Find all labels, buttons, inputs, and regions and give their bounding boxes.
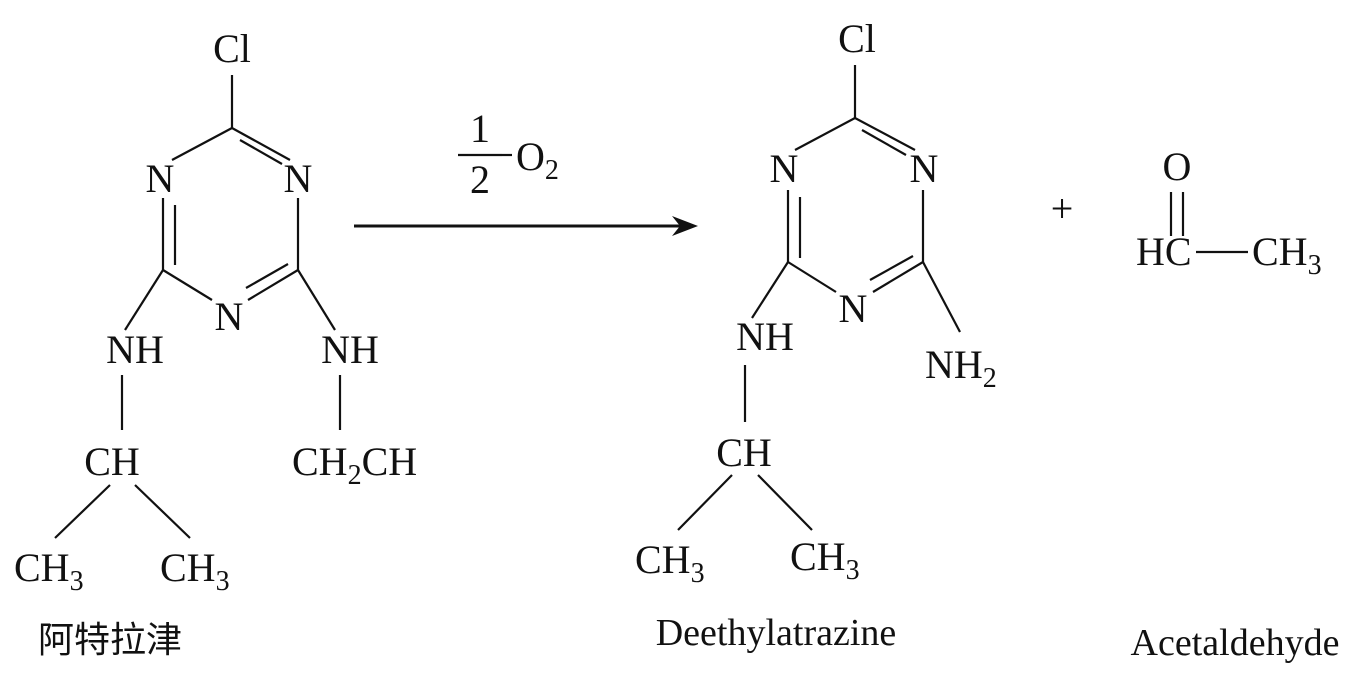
bond — [757, 474, 813, 531]
bond — [134, 484, 191, 539]
carbonyl-hc: HC — [1136, 229, 1192, 274]
bond — [247, 269, 299, 301]
amine-nh-left: NH — [106, 327, 164, 372]
oxygen-reagent: O2 — [516, 134, 559, 186]
bond — [171, 127, 233, 161]
methyl-right: CH3 — [160, 545, 230, 597]
ring-nitrogen-bottom: N — [215, 294, 244, 339]
ring-nitrogen-left: N — [146, 156, 175, 201]
reactant-structure: Cl N N N NH NH CH CH3 CH3 CH2CH 阿特拉津 — [14, 26, 417, 661]
bond — [239, 139, 283, 165]
bond — [245, 263, 289, 289]
bond — [794, 117, 856, 151]
bond — [124, 269, 164, 331]
arrow-head — [672, 216, 698, 236]
fraction-denominator: 2 — [470, 157, 490, 202]
product1-name: Deethylatrazine — [656, 612, 897, 654]
product2-name: Acetaldehyde — [1131, 622, 1340, 664]
amine-nh-right: NH — [321, 327, 379, 372]
bond — [677, 474, 733, 531]
reaction-arrow-group: 1 2 O2 — [354, 106, 698, 236]
amino-group: NH2 — [925, 342, 997, 394]
bond — [751, 261, 789, 319]
bond — [787, 261, 837, 293]
product2-structure: O HC CH3 Acetaldehyde — [1131, 144, 1340, 664]
amine-nh: NH — [736, 314, 794, 359]
product1-structure: Cl N N N NH NH2 CH CH3 CH3 Deethylatrazi… — [635, 16, 997, 654]
bond — [861, 129, 907, 156]
bond — [869, 255, 914, 281]
bond — [162, 269, 213, 301]
ring-nitrogen-right: N — [284, 156, 313, 201]
isopropyl-ch: CH — [84, 439, 140, 484]
methyl-group: CH3 — [1252, 229, 1322, 281]
plus-sign: + — [1051, 186, 1074, 231]
isopropyl-ch: CH — [716, 430, 772, 475]
methyl-left: CH3 — [14, 545, 84, 597]
bond — [231, 127, 291, 161]
ring-nitrogen-left: N — [770, 146, 799, 191]
oxygen-atom: O — [1163, 144, 1192, 189]
methyl-right: CH3 — [790, 534, 860, 586]
ring-nitrogen-right: N — [910, 146, 939, 191]
ring-nitrogen-bottom: N — [839, 286, 868, 331]
bond — [854, 117, 916, 151]
methyl-left: CH3 — [635, 537, 705, 589]
bond — [54, 484, 111, 539]
bond — [872, 261, 924, 293]
bond — [922, 261, 961, 333]
bond — [297, 269, 336, 331]
reactant-name: 阿特拉津 — [38, 620, 182, 661]
ethyl-group: CH2CH — [292, 439, 417, 491]
fraction-numerator: 1 — [470, 106, 490, 151]
chlorine-atom: Cl — [213, 26, 251, 71]
chlorine-atom: Cl — [838, 16, 876, 61]
